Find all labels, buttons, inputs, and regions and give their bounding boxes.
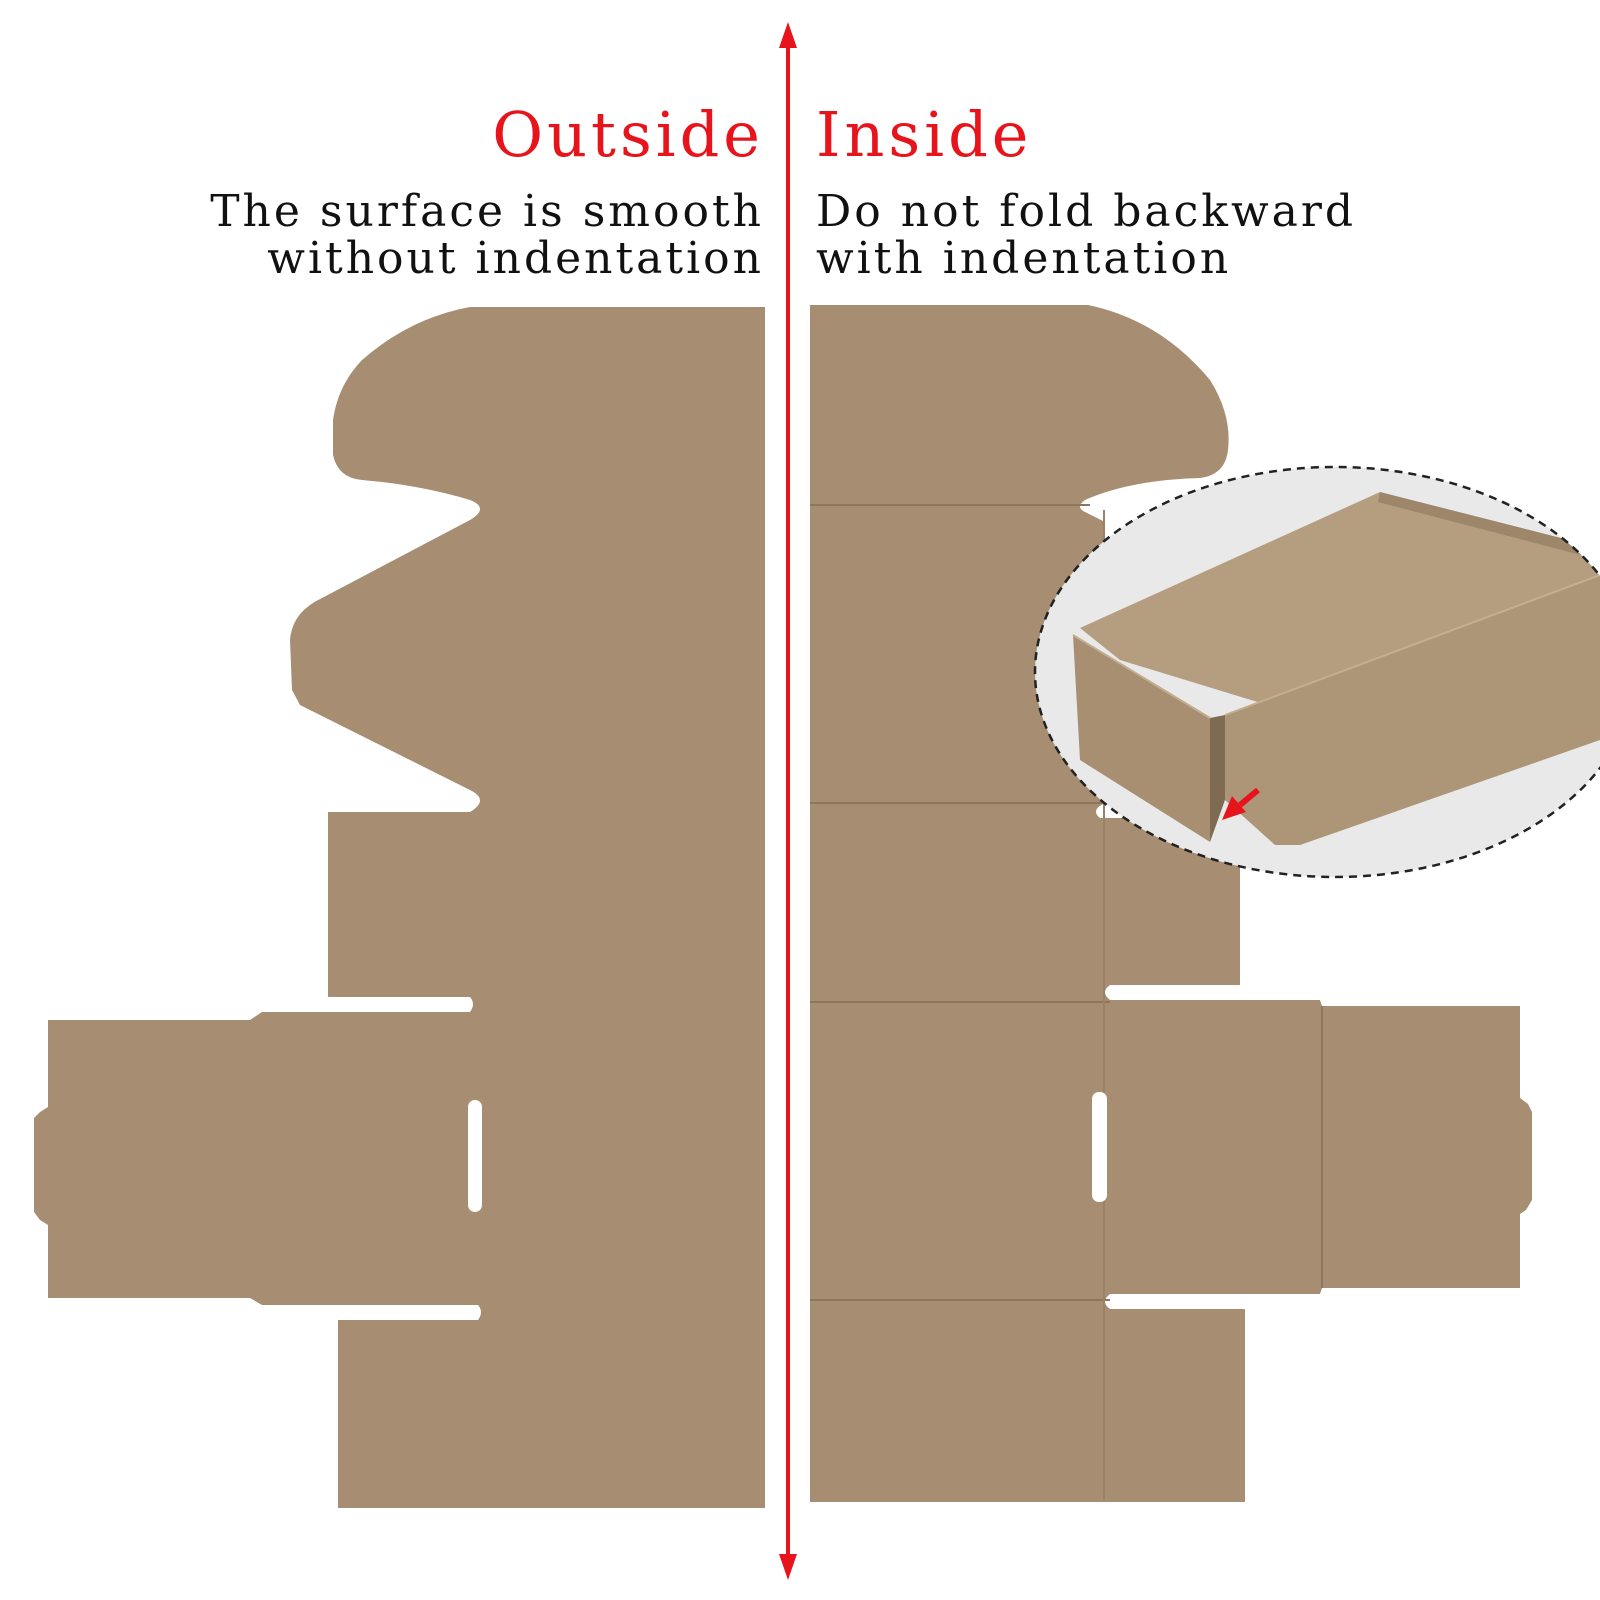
box-side-panel [1225,575,1600,845]
outside-description-line: without indentation [267,233,764,284]
box-lid-edge [1378,492,1600,560]
box-gap [1210,715,1225,842]
box-edge [1224,574,1600,716]
outside-description: The surface is smooth without indentatio… [210,188,764,282]
outside-description-line: The surface is smooth [210,186,764,237]
inside-description: Do not fold backward with indentation [816,188,1356,282]
box-lid-top [1080,492,1600,715]
red-arrow-icon [1222,787,1260,820]
inside-heading: Inside [816,98,1033,171]
folded-box-inset [1033,465,1600,879]
inside-description-line: Do not fold backward [816,186,1357,237]
outside-box-blank [34,307,765,1508]
outside-heading: Outside [492,98,764,171]
outside-slot [468,1100,482,1212]
inset-border [1033,465,1600,879]
box-front-panel [1073,635,1210,842]
double-arrow-vertical-icon [779,22,797,1580]
outside-blank-shape [34,307,765,1508]
inside-slot [1092,1092,1107,1202]
inside-description-line: with indentation [816,233,1232,284]
inside-blank-shape [810,305,1532,1502]
box-edge [1072,634,1211,719]
